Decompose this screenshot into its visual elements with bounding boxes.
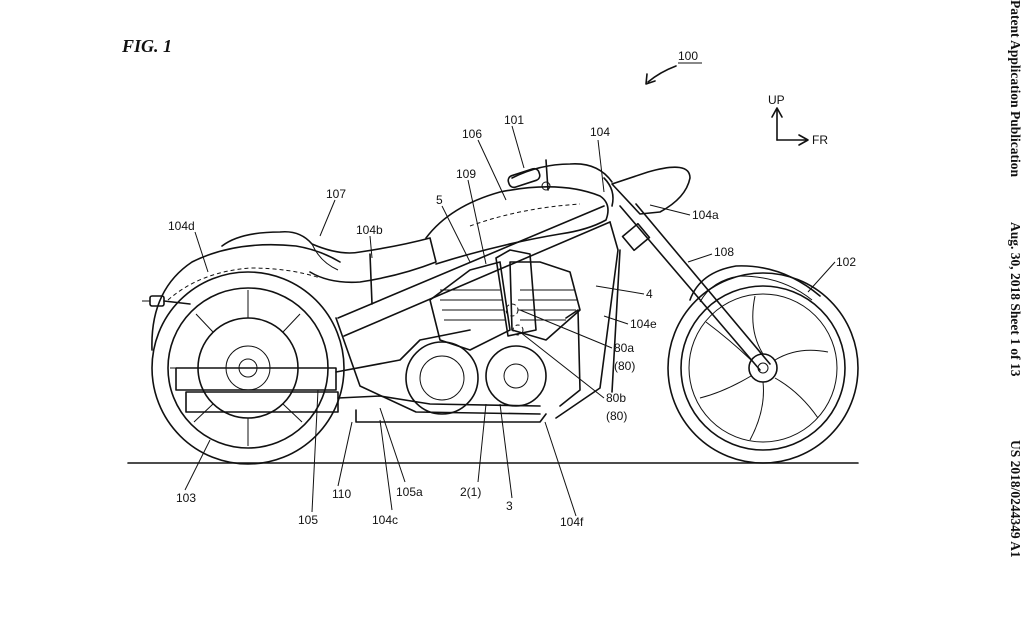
label-80a: 80a: [614, 341, 634, 355]
label-4: 4: [646, 287, 653, 301]
handlebar: [507, 159, 613, 191]
label-106: 106: [462, 127, 482, 141]
fuel-tank: [425, 186, 609, 265]
front-fork: [619, 203, 771, 371]
label-2-1: 2(1): [460, 485, 481, 499]
up-label: UP: [768, 93, 785, 107]
label-80b: 80b: [606, 391, 626, 405]
label-105: 105: [298, 513, 318, 527]
label-104a: 104a: [692, 208, 719, 222]
label-80b-paren: (80): [606, 409, 627, 423]
engine: [405, 249, 581, 415]
fr-label: FR: [812, 133, 828, 147]
label-105a: 105a: [396, 485, 423, 499]
label-104c: 104c: [372, 513, 398, 527]
front-fender: [689, 265, 821, 301]
label-104f: 104f: [560, 515, 584, 529]
direction-indicator: UP FR: [768, 93, 828, 147]
motorcycle-drawing: UP FR 100: [127, 49, 859, 529]
label-103: 103: [176, 491, 196, 505]
figure-title: FIG. 1: [122, 36, 173, 56]
label-104b: 104b: [356, 223, 383, 237]
headlight: [611, 166, 691, 215]
label-5: 5: [436, 193, 443, 207]
label-100: 100: [678, 49, 698, 63]
label-80a-paren: (80): [614, 359, 635, 373]
seat: [221, 230, 437, 284]
label-104d: 104d: [168, 219, 195, 233]
label-101: 101: [504, 113, 524, 127]
label-107: 107: [326, 187, 346, 201]
rear-fender: [151, 243, 341, 351]
label-3: 3: [506, 499, 513, 513]
frame: [335, 205, 621, 423]
label-104e: 104e: [630, 317, 657, 331]
label-110: 110: [332, 487, 351, 501]
label-109: 109: [456, 167, 476, 181]
label-102: 102: [836, 255, 856, 269]
exhaust: [175, 309, 581, 413]
label-108: 108: [714, 245, 734, 259]
label-104: 104: [590, 125, 610, 139]
front-wheel: [667, 272, 859, 464]
